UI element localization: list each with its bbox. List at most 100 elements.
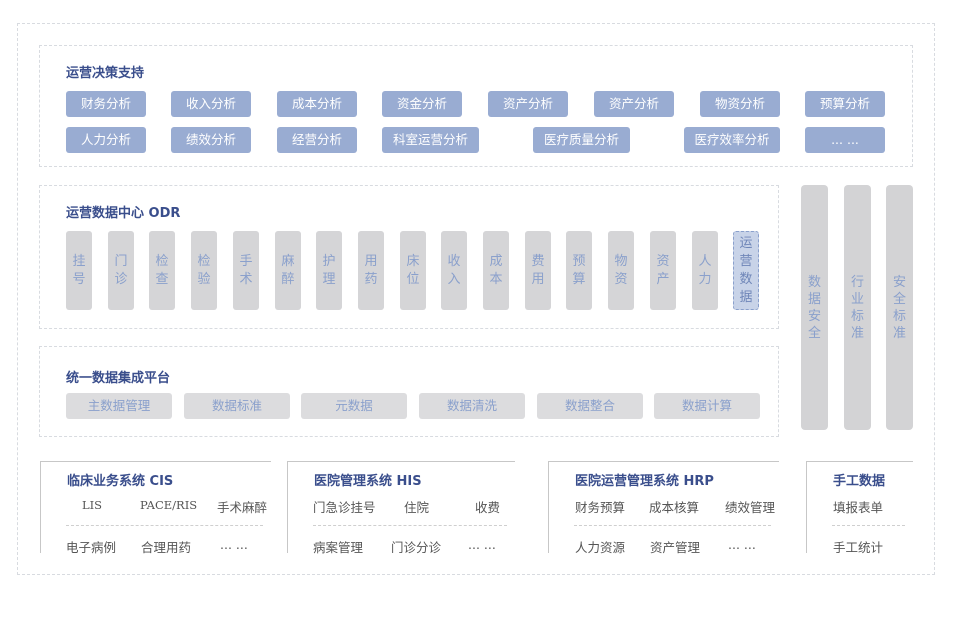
odr-item-char: 算: [572, 271, 586, 287]
system-title: 医院运营管理系统 HRP: [575, 474, 714, 489]
side-pillar-char: 行: [850, 274, 864, 290]
odr-item-char: 用: [364, 253, 378, 269]
platform-item: 主数据管理: [66, 393, 172, 419]
odr-item-char: 药: [364, 271, 378, 287]
odr-item-char: 资: [614, 271, 628, 287]
odr-item-char: 查: [155, 271, 169, 287]
system-item: 手术麻醉: [217, 500, 268, 515]
system-item: 财务预算: [575, 500, 626, 515]
odr-item-char: 本: [489, 271, 503, 287]
side-pillar-char: 安: [807, 308, 821, 324]
odr-item: 人力: [692, 231, 718, 310]
decision-item: 资产分析: [594, 91, 674, 117]
system-item: 填报表单: [833, 500, 884, 515]
odr-item-char: 资: [656, 253, 670, 269]
odr-item-char: 收: [447, 253, 461, 269]
system-title: 医院管理系统 HIS: [314, 474, 422, 489]
odr-item-char: 醉: [281, 271, 295, 287]
side-pillar-char: 全: [892, 291, 906, 307]
decision-item: 医疗质量分析: [533, 127, 630, 153]
odr-item: 预算: [566, 231, 592, 310]
platform-panel: [39, 346, 779, 437]
system-divider: [832, 525, 905, 526]
side-pillar-char: 标: [850, 308, 864, 324]
odr-item: 床位: [400, 231, 426, 310]
odr-item-char: 运: [739, 235, 753, 251]
system-title: 手工数据: [833, 474, 886, 489]
odr-item-char: 入: [447, 271, 461, 287]
odr-panel: [39, 185, 779, 329]
decision-item: 物资分析: [700, 91, 780, 117]
system-item: 门诊分诊: [391, 540, 442, 555]
odr-item-char: 术: [239, 271, 253, 287]
system-divider: [313, 525, 507, 526]
odr-item: 检验: [191, 231, 217, 310]
side-pillar-char: 据: [807, 291, 821, 307]
system-item: 收费: [475, 500, 501, 515]
system-item: 人力资源: [575, 540, 626, 555]
side-pillar-char: 全: [807, 325, 821, 341]
odr-item-char: 理: [322, 271, 336, 287]
odr-item: 资产: [650, 231, 676, 310]
decision-item: 财务分析: [66, 91, 146, 117]
decision-item: 经营分析: [277, 127, 357, 153]
odr-item-char: 麻: [281, 253, 295, 269]
odr-item-char: 检: [197, 253, 211, 269]
architecture-frame: [17, 23, 935, 575]
decision-item: 科室运营分析: [382, 127, 479, 153]
side-pillar-char: 业: [850, 291, 864, 307]
odr-item-char: 检: [155, 253, 169, 269]
odr-item: 检查: [149, 231, 175, 310]
odr-item-char: 成: [489, 253, 503, 269]
system-divider: [574, 525, 771, 526]
odr-item: 护理: [316, 231, 342, 310]
odr-item-char: 预: [572, 253, 586, 269]
system-item: ... ...: [728, 537, 756, 552]
odr-item-char: 力: [698, 271, 712, 287]
side-pillar-char: 安: [892, 274, 906, 290]
system-item: 门急诊挂号: [313, 500, 376, 515]
side-pillar: 数据安全: [801, 185, 828, 430]
odr-item-char: 门: [114, 253, 128, 269]
odr-item: 用药: [358, 231, 384, 310]
odr-item-char: 号: [72, 271, 86, 287]
decision-item: 资金分析: [382, 91, 462, 117]
system-block: 医院运营管理系统 HRP: [548, 461, 779, 553]
system-block: 医院管理系统 HIS: [287, 461, 515, 553]
platform-item: 数据清洗: [419, 393, 525, 419]
decision-item: 医疗效率分析: [684, 127, 780, 153]
platform-item: 数据标准: [184, 393, 290, 419]
odr-item-char: 用: [531, 271, 545, 287]
decision-support-panel: [39, 45, 913, 167]
decision-item: 成本分析: [277, 91, 357, 117]
odr-item-char: 床: [406, 253, 420, 269]
system-item: 合理用药: [141, 540, 192, 555]
system-item: 绩效管理: [725, 500, 776, 515]
system-item: 资产管理: [650, 540, 701, 555]
odr-item-char: 挂: [72, 253, 86, 269]
side-pillar-char: 标: [892, 308, 906, 324]
system-item: LIS: [82, 498, 103, 512]
decision-item: ... ...: [805, 127, 885, 153]
decision-item: 预算分析: [805, 91, 885, 117]
odr-item-char: 营: [739, 253, 753, 269]
odr-item: 物资: [608, 231, 634, 310]
system-title: 临床业务系统 CIS: [67, 474, 174, 489]
odr-item-char: 手: [239, 253, 253, 269]
system-block: 手工数据: [806, 461, 913, 553]
side-pillar-char: 准: [892, 325, 906, 341]
system-item: 住院: [404, 500, 430, 515]
odr-item-char: 物: [614, 253, 628, 269]
odr-item-char: 人: [698, 253, 712, 269]
odr-item-char: 验: [197, 271, 211, 287]
system-item: ... ...: [468, 537, 496, 552]
platform-item: 元数据: [301, 393, 407, 419]
odr-item: 成本: [483, 231, 509, 310]
system-divider: [66, 525, 263, 526]
platform-item: 数据计算: [654, 393, 760, 419]
system-block: 临床业务系统 CIS: [40, 461, 271, 553]
decision-item: 资产分析: [488, 91, 568, 117]
side-pillar-char: 数: [807, 274, 821, 290]
odr-item-char: 护: [322, 253, 336, 269]
odr-item: 费用: [525, 231, 551, 310]
